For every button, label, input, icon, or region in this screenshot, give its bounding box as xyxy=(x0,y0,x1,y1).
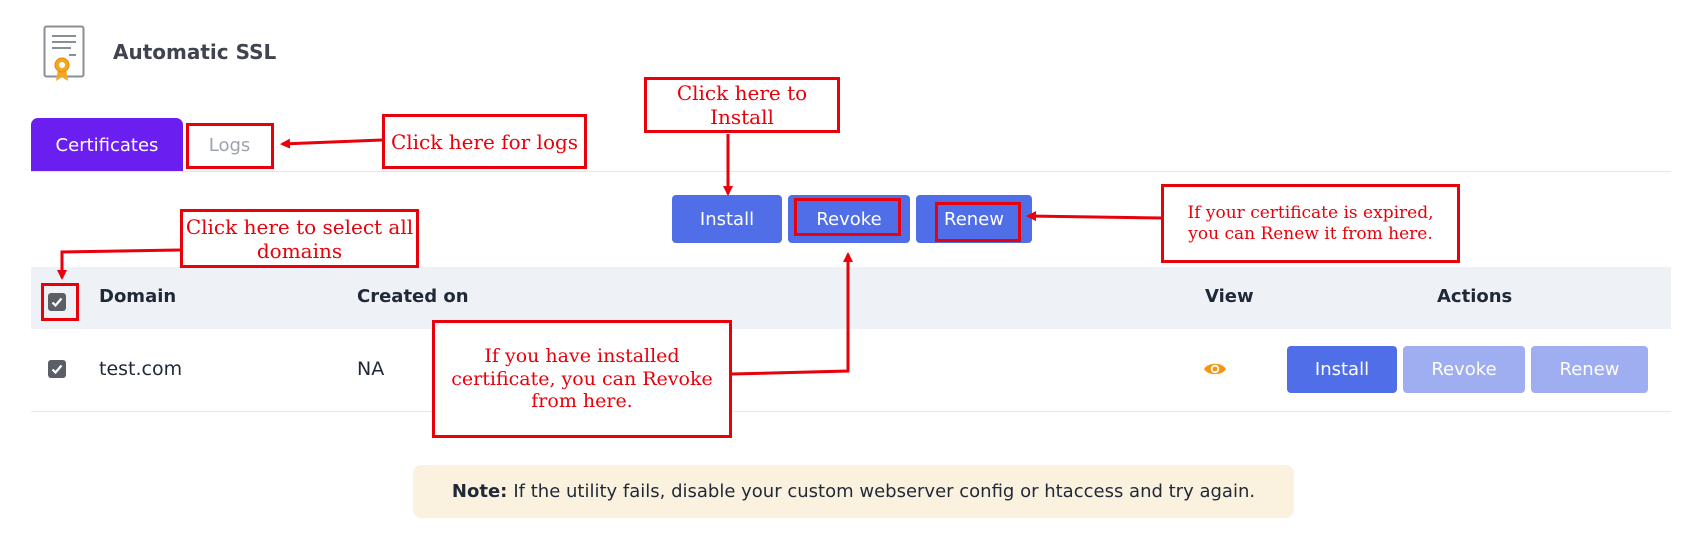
column-header-actions: Actions xyxy=(1437,286,1513,307)
annotation-revoke: If you have installed certificate, you c… xyxy=(432,320,732,438)
check-icon xyxy=(51,297,63,308)
logs-arrow xyxy=(280,138,383,149)
select-all-highlight xyxy=(41,283,79,321)
install-button[interactable]: Install xyxy=(672,195,782,243)
logs-highlight xyxy=(186,123,274,169)
annotation-install: Click here to Install xyxy=(644,77,840,133)
check-icon xyxy=(51,364,63,375)
column-header-domain: Domain xyxy=(99,286,177,307)
row-divider xyxy=(31,411,1671,412)
note-text: If the utility fails, disable your custo… xyxy=(513,481,1256,502)
eye-icon[interactable] xyxy=(1203,360,1227,378)
column-header-created-on: Created on xyxy=(357,286,469,307)
row-checkbox[interactable] xyxy=(48,360,66,378)
certificate-icon xyxy=(43,25,85,81)
revoke-arrow xyxy=(731,252,853,376)
tab-divider xyxy=(31,171,1671,172)
row-renew-button[interactable]: Renew xyxy=(1531,346,1648,393)
select-all-arrow xyxy=(57,248,181,280)
annotation-renew: If your certificate is expired, you can … xyxy=(1161,184,1460,263)
note-banner: Note: If the utility fails, disable your… xyxy=(413,465,1294,518)
annotation-select-all: Click here to select all domains xyxy=(180,209,419,268)
annotation-logs: Click here for logs xyxy=(382,114,587,169)
tab-logs[interactable]: Logs xyxy=(208,135,251,156)
select-all-checkbox[interactable] xyxy=(48,293,66,311)
renew-highlight xyxy=(935,202,1021,242)
row-domain: test.com xyxy=(99,358,183,380)
row-revoke-button[interactable]: Revoke xyxy=(1403,346,1525,393)
revoke-highlight xyxy=(794,198,901,236)
renew-arrow xyxy=(1026,211,1162,222)
app-title: Automatic SSL xyxy=(113,40,277,64)
note-label: Note: xyxy=(451,481,508,502)
row-created-on: NA xyxy=(357,358,385,380)
row-install-button[interactable]: Install xyxy=(1287,346,1397,393)
table-header xyxy=(31,267,1671,329)
column-header-view: View xyxy=(1205,286,1254,307)
tab-certificates[interactable]: Certificates xyxy=(31,118,183,172)
